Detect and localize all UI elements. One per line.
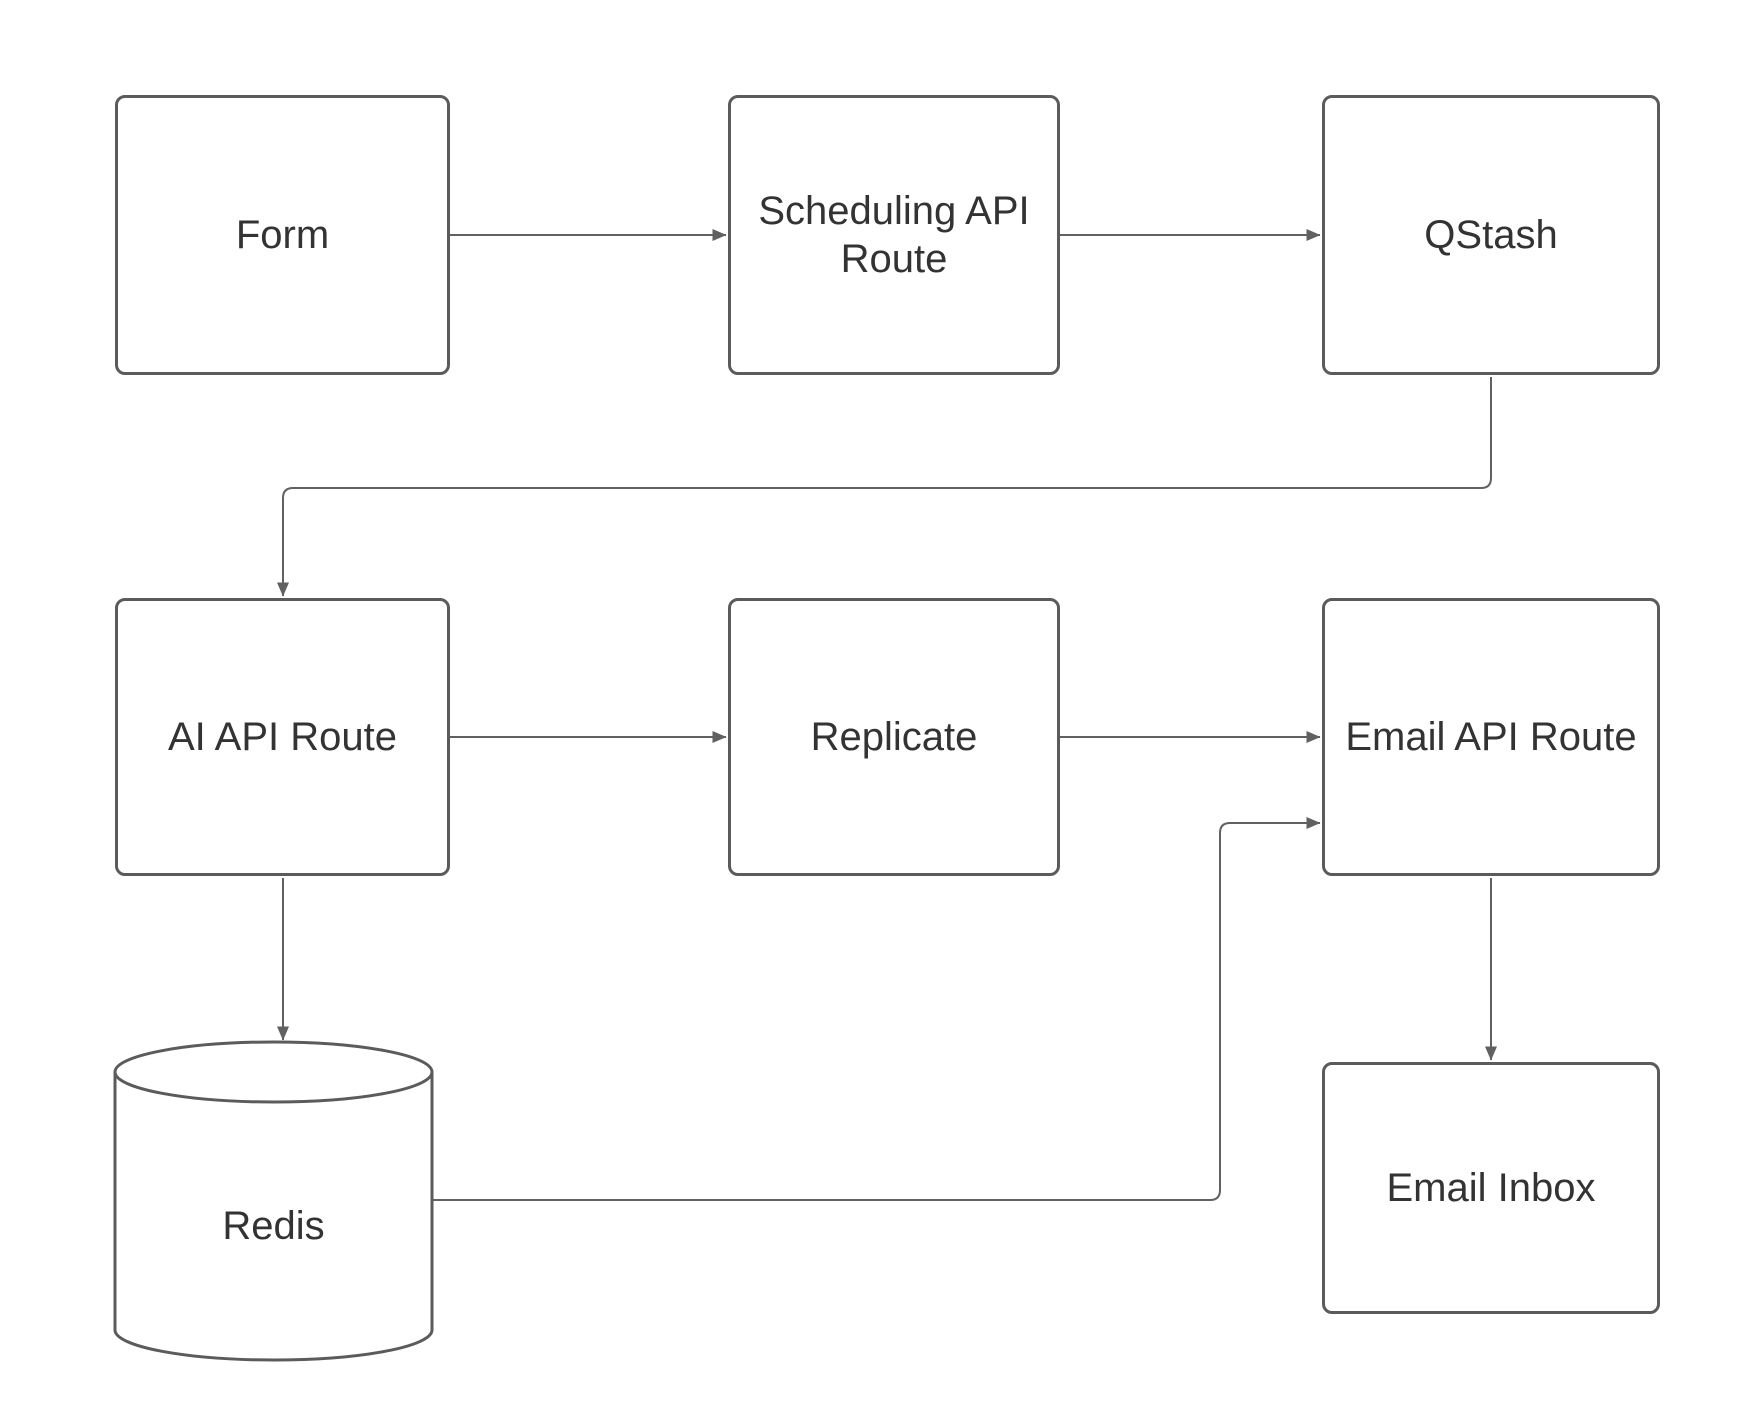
node-email-inbox: Email Inbox — [1322, 1062, 1660, 1314]
node-scheduling-api-route: Scheduling API Route — [728, 95, 1060, 375]
node-form-label: Form — [235, 213, 330, 257]
redis-cylinder-shape — [113, 1040, 434, 1362]
node-replicate-label: Replicate — [810, 715, 978, 759]
node-ai-api-route-label: AI API Route — [167, 715, 398, 759]
node-email-api-route-label: Email API Route — [1345, 715, 1637, 759]
node-replicate: Replicate — [728, 598, 1060, 876]
node-ai-api-route: AI API Route — [115, 598, 450, 876]
edge-qstash-to-ai-api-route — [277, 377, 1492, 597]
node-form: Form — [115, 95, 450, 375]
edge-redis-to-email-api-route — [433, 817, 1321, 1201]
node-email-api-route: Email API Route — [1322, 598, 1660, 876]
node-qstash-label: QStash — [1424, 213, 1558, 257]
node-qstash: QStash — [1322, 95, 1660, 375]
node-email-inbox-label: Email Inbox — [1386, 1166, 1596, 1210]
node-scheduling-api-route-label: Scheduling API Route — [758, 189, 1030, 281]
